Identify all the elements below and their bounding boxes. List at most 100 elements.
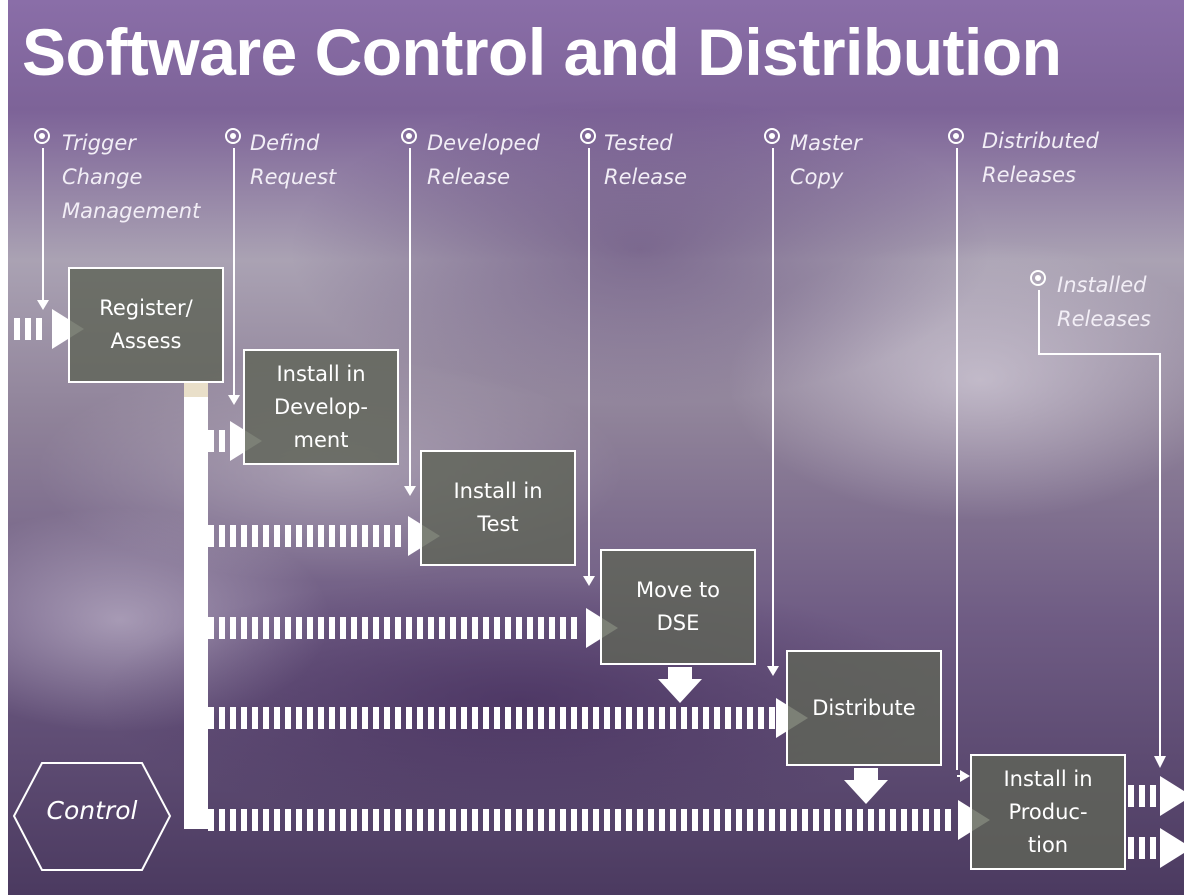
dash-segment: [307, 525, 313, 547]
dash-segment: [263, 809, 269, 831]
arrow-distribute-down: [844, 768, 888, 804]
dash-segment: [25, 318, 31, 340]
dash-segment: [494, 617, 500, 639]
input-label-trigger: Trigger Change Management: [62, 131, 201, 223]
developed-release-connector-arrowhead: [404, 486, 416, 496]
dash-segment: [208, 525, 214, 547]
dash-segment: [241, 809, 247, 831]
dash-segment: [450, 617, 456, 639]
dash-segment: [1128, 837, 1134, 859]
dash-segment: [648, 809, 654, 831]
dash-segment: [340, 707, 346, 729]
dash-segment: [417, 617, 423, 639]
dash-segment: [1139, 785, 1145, 807]
dash-segment: [560, 809, 566, 831]
dash-segment: [241, 525, 247, 547]
dash-segment: [912, 809, 918, 831]
dash-segment: [505, 617, 511, 639]
bullet-icon: [764, 128, 780, 144]
dash-segment: [351, 525, 357, 547]
dash-segment: [582, 707, 588, 729]
dash-arrowhead: [1160, 776, 1192, 816]
dash-segment: [890, 809, 896, 831]
dash-segment: [626, 707, 632, 729]
dash-segment: [329, 809, 335, 831]
dash-segment: [340, 525, 346, 547]
dash-segment: [351, 809, 357, 831]
control-trunk: [184, 395, 208, 829]
dash-segment: [296, 525, 302, 547]
step-register-assess: Register/ Assess: [68, 267, 224, 383]
dash-segment: [582, 809, 588, 831]
dash-segment: [406, 617, 412, 639]
dash-segment: [868, 809, 874, 831]
dash-segment: [340, 809, 346, 831]
dash-segment: [538, 707, 544, 729]
dash-segment: [461, 809, 467, 831]
bullet-icon: [34, 128, 50, 144]
dash-segment: [373, 707, 379, 729]
dash-segment: [263, 525, 269, 547]
dash-segment: [362, 617, 368, 639]
dash-segment: [274, 809, 280, 831]
dash-segment: [604, 707, 610, 729]
dash-segment: [36, 318, 42, 340]
bullet-icon: [225, 128, 241, 144]
arrow-to-install-prod: [208, 800, 990, 840]
dash-segment: [472, 707, 478, 729]
dash-segment: [549, 617, 555, 639]
dash-segment: [252, 809, 258, 831]
dash-segment: [780, 809, 786, 831]
input-label-installed-releases: Installed Releases: [1057, 273, 1151, 331]
dash-segment: [571, 617, 577, 639]
bullet-icon: [948, 128, 964, 144]
dash-segment: [769, 809, 775, 831]
dash-segment: [747, 707, 753, 729]
dash-segment: [362, 707, 368, 729]
dash-segment: [318, 707, 324, 729]
dash-segment: [395, 525, 401, 547]
dash-segment: [208, 809, 214, 831]
distributed-releases-connector-tip-arrowhead: [960, 770, 970, 782]
dash-segment: [14, 318, 20, 340]
dash-segment: [571, 809, 577, 831]
dash-segment: [450, 809, 456, 831]
dash-segment: [835, 809, 841, 831]
dash-segment: [681, 707, 687, 729]
dash-segment: [824, 809, 830, 831]
dash-segment: [296, 809, 302, 831]
trigger-connector-arrowhead: [37, 300, 49, 310]
dash-segment: [538, 809, 544, 831]
dash-segment: [230, 707, 236, 729]
dash-segment: [560, 617, 566, 639]
arrow-to-move-dse: [208, 608, 618, 648]
dash-segment: [494, 707, 500, 729]
control-trunk-cap: [184, 383, 208, 397]
dash-arrowhead: [1160, 828, 1192, 868]
dash-segment: [318, 617, 324, 639]
dash-segment: [417, 809, 423, 831]
dash-segment: [285, 525, 291, 547]
dash-segment: [538, 617, 544, 639]
dash-segment: [329, 707, 335, 729]
dash-segment: [219, 525, 225, 547]
input-label-defind-request: Defind Request: [250, 131, 337, 189]
dash-segment: [307, 617, 313, 639]
dash-segment: [274, 707, 280, 729]
dash-segment: [747, 809, 753, 831]
dash-segment: [1128, 785, 1134, 807]
arrow-out-lower: [1128, 828, 1192, 868]
dash-segment: [285, 707, 291, 729]
dash-segment: [208, 617, 214, 639]
dash-segment: [406, 809, 412, 831]
dash-segment: [714, 809, 720, 831]
dash-segment: [252, 617, 258, 639]
dash-segment: [791, 809, 797, 831]
dash-segment: [230, 525, 236, 547]
dash-segment: [208, 707, 214, 729]
dash-segment: [296, 707, 302, 729]
dash-segment: [725, 809, 731, 831]
dash-segment: [329, 617, 335, 639]
dash-segment: [1139, 837, 1145, 859]
